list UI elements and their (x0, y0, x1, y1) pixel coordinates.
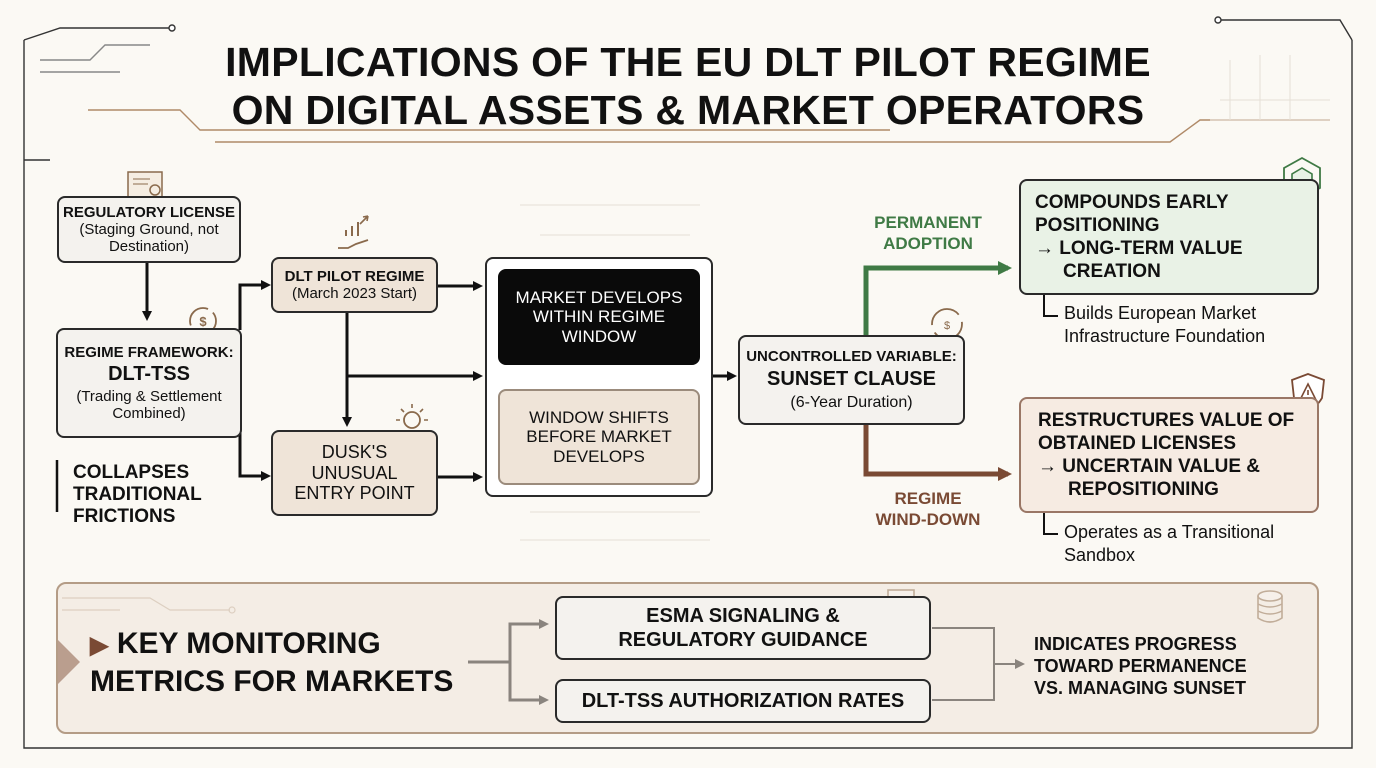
esma-line-2: REGULATORY GUIDANCE (618, 629, 868, 651)
frame-decoration (23, 16, 1353, 749)
monitoring-heading-2: METRICS FOR MARKETS (90, 665, 454, 698)
shifts-line-3: DEVELOPS (553, 446, 645, 466)
regulatory-license-box: REGULATORY LICENSE (Staging Ground, not … (57, 196, 241, 263)
dusk-line-1: DUSK'S (321, 441, 388, 462)
sunset-sub: (6-Year Duration) (790, 393, 913, 411)
svg-text:$: $ (199, 314, 207, 329)
window-shifts-box: WINDOW SHIFTS BEFORE MARKET DEVELOPS (498, 389, 700, 485)
regime-wind-down-label: REGIME WIND-DOWN (858, 488, 998, 530)
dlt-pilot-regime-sub: (March 2023 Start) (291, 285, 418, 302)
compounds-line-4: CREATION (1063, 261, 1161, 282)
market-line-2: WITHIN REGIME (532, 307, 666, 327)
svg-text:$: $ (944, 320, 950, 332)
result-line-1: INDICATES PROGRESS (1034, 634, 1237, 654)
page-title: IMPLICATIONS OF THE EU DLT PILOT REGIME … (190, 38, 1186, 134)
monitoring-heading: ▶ KEY MONITORING METRICS FOR MARKETS (90, 626, 453, 700)
winddown-line-1: REGIME (894, 489, 962, 508)
dlt-pilot-regime-box: DLT PILOT REGIME (March 2023 Start) (271, 257, 438, 313)
authorization-rates-text: DLT-TSS AUTHORIZATION RATES (581, 689, 905, 712)
compounds-line-2: POSITIONING (1035, 215, 1160, 236)
restructures-line-3: → UNCERTAIN VALUE & (1038, 456, 1261, 477)
restructures-note-2: Sandbox (1064, 545, 1136, 565)
dusk-line-3: ENTRY POINT (294, 483, 415, 504)
hand-growth-icon (338, 215, 369, 249)
dusk-line-2: UNUSUAL (311, 462, 398, 483)
market-line-1: MARKET DEVELOPS (515, 287, 683, 307)
compounds-note: Builds European Market Infrastructure Fo… (1064, 302, 1265, 348)
restructures-value-box: RESTRUCTURES VALUE OF OBTAINED LICENSES … (1019, 397, 1319, 513)
collapses-line-1: COLLAPSES (73, 462, 190, 483)
regime-framework-sub-1: (Trading & Settlement (76, 387, 222, 405)
sunset-title: UNCONTROLLED VARIABLE: (746, 347, 957, 365)
compounds-line-3: → LONG-TERM VALUE (1035, 238, 1243, 259)
market-line-3: WINDOW (561, 326, 637, 346)
result-line-3: VS. MANAGING SUNSET (1034, 678, 1247, 698)
restructures-note-1: Operates as a Transitional (1064, 522, 1275, 542)
regime-framework-title: REGIME FRAMEWORK: (64, 343, 234, 361)
collapses-line-3: FRICTIONS (73, 506, 176, 527)
result-line-2: TOWARD PERMANENCE (1034, 656, 1247, 676)
dlt-pilot-regime-title: DLT PILOT REGIME (284, 267, 425, 285)
collapses-frictions-text: COLLAPSES TRADITIONAL FRICTIONS (73, 462, 202, 528)
regulatory-license-title: REGULATORY LICENSE (63, 203, 235, 221)
market-develops-box: MARKET DEVELOPS WITHIN REGIME WINDOW (498, 269, 700, 365)
title-line-1: IMPLICATIONS OF THE EU DLT PILOT REGIME (225, 39, 1151, 85)
compounds-early-positioning-box: COMPOUNDS EARLY POSITIONING → LONG-TERM … (1019, 179, 1319, 295)
restructures-line-2: OBTAINED LICENSES (1038, 433, 1237, 454)
restructures-note: Operates as a Transitional Sandbox (1064, 521, 1274, 567)
certificate-icon (127, 171, 163, 199)
collapses-line-2: TRADITIONAL (73, 484, 202, 505)
compounds-note-2: Infrastructure Foundation (1064, 326, 1266, 346)
regime-framework-sub-2: Combined) (112, 405, 186, 423)
shifts-line-2: BEFORE MARKET (526, 427, 672, 447)
permanent-adoption-label: PERMANENT ADOPTION (858, 212, 998, 254)
esma-signaling-box: ESMA SIGNALING & REGULATORY GUIDANCE (555, 596, 931, 660)
sunset-clause-box: UNCONTROLLED VARIABLE: SUNSET CLAUSE (6-… (738, 335, 965, 425)
restructures-line-1: RESTRUCTURES VALUE OF (1038, 410, 1295, 431)
shifts-line-1: WINDOW SHIFTS (529, 407, 669, 427)
permanent-line-1: PERMANENT (874, 213, 982, 232)
restructures-line-4: REPOSITIONING (1068, 479, 1219, 500)
authorization-rates-box: DLT-TSS AUTHORIZATION RATES (555, 679, 931, 723)
regime-framework-box: REGIME FRAMEWORK: DLT-TSS (Trading & Set… (56, 328, 242, 438)
regime-framework-name: DLT-TSS (108, 362, 190, 385)
monitoring-heading-1-text: KEY MONITORING (116, 627, 381, 660)
esma-line-1: ESMA SIGNALING & (646, 605, 840, 627)
regulatory-license-sub-2: Destination) (108, 238, 190, 256)
regulatory-license-sub-1: (Staging Ground, not (79, 220, 219, 238)
permanent-line-2: ADOPTION (883, 234, 973, 253)
play-triangle-icon: ▶ (90, 632, 109, 659)
sunset-name: SUNSET CLAUSE (767, 367, 936, 390)
dusk-entry-point-box: DUSK'S UNUSUAL ENTRY POINT (271, 430, 438, 516)
compounds-line-1: COMPOUNDS EARLY (1035, 192, 1229, 213)
monitoring-result: INDICATES PROGRESS TOWARD PERMANENCE VS.… (1034, 633, 1247, 699)
title-line-2: ON DIGITAL ASSETS & MARKET OPERATORS (231, 87, 1145, 133)
winddown-line-2: WIND-DOWN (875, 510, 981, 529)
compounds-note-1: Builds European Market (1064, 303, 1257, 323)
monitoring-heading-1: ▶ KEY MONITORING (90, 626, 453, 664)
